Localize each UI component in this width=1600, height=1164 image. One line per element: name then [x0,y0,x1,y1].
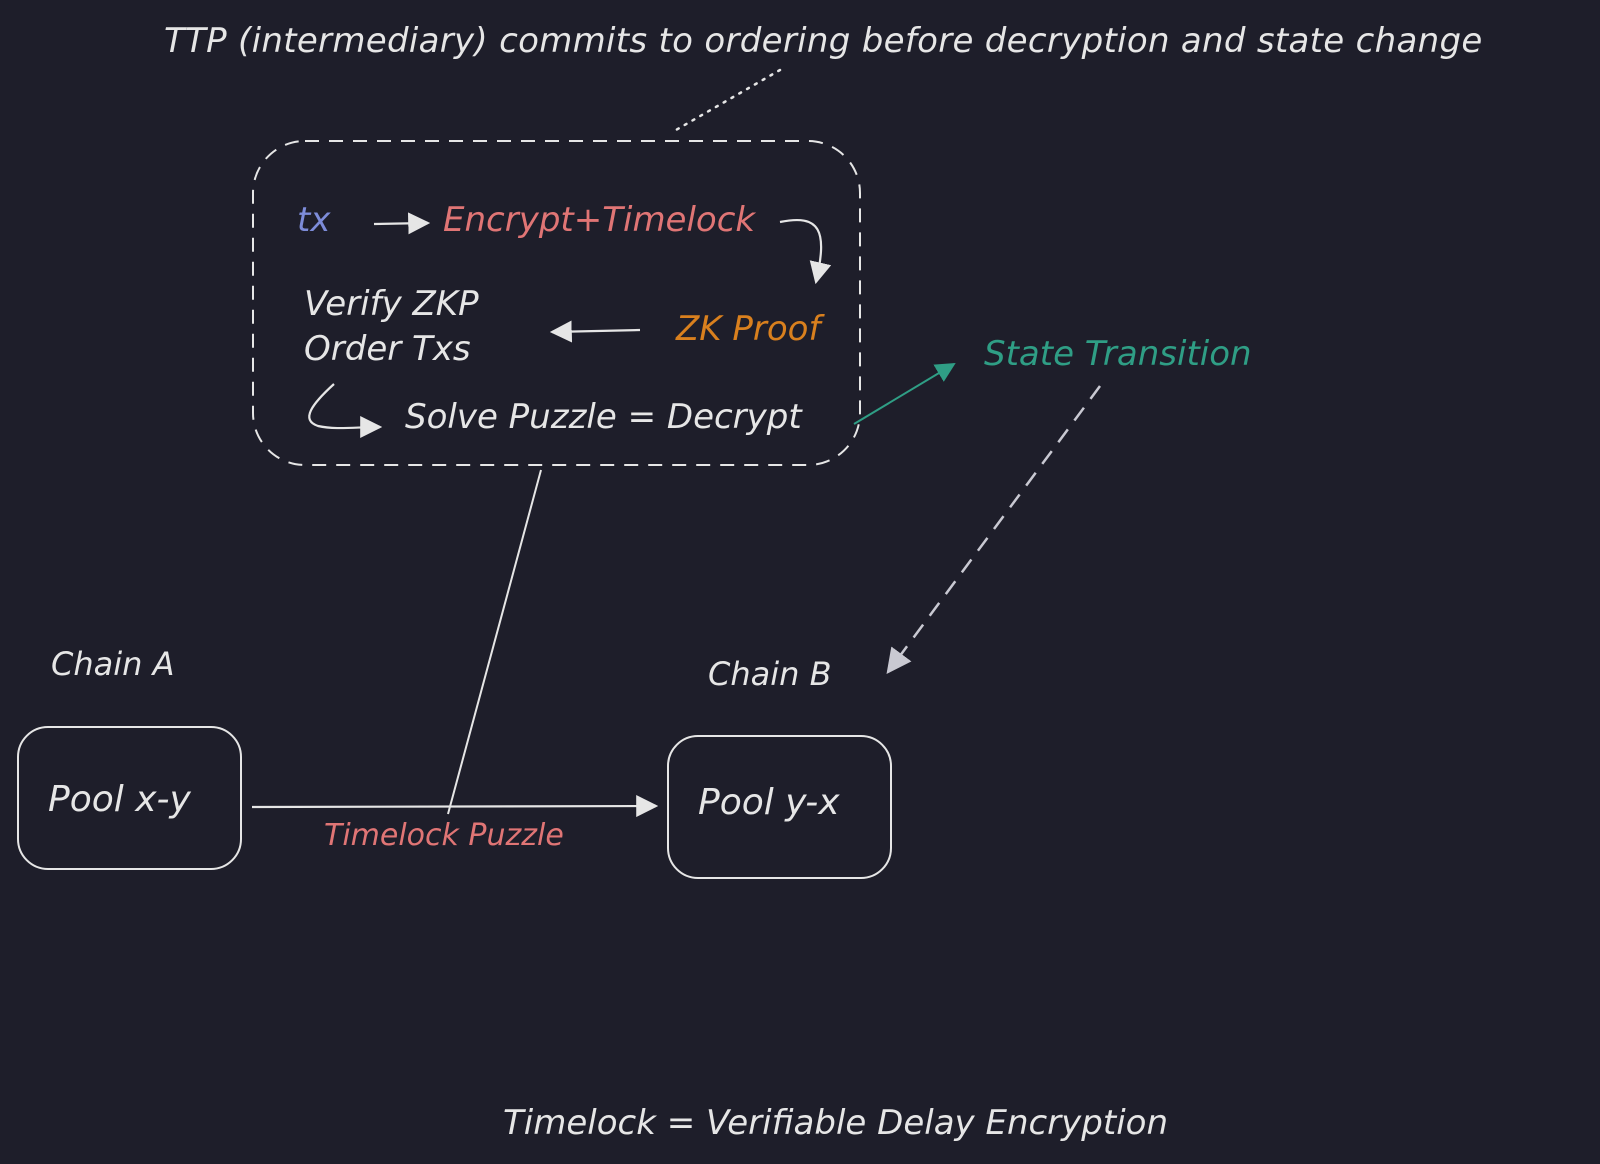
footer-note: Timelock = Verifiable Delay Encryption [503,1103,1168,1143]
pool-yx-box [667,735,892,879]
decrypt-to-state-arrow [853,362,956,425]
state-transition-label: State Transition [984,334,1252,374]
pool-xy-box [17,726,242,870]
chain-b-label: Chain B [708,655,832,693]
zk-proof-label: ZK Proof [676,309,821,349]
encrypt-to-zkproof-arrow [779,218,832,285]
tx-to-encrypt-arrow [373,212,431,235]
tx-label: tx [297,200,331,240]
ttp-to-timelock-line [447,469,542,815]
annotation-leader-line [674,68,782,132]
verify-zkp-label: Verify ZKP [304,284,479,324]
pool-yx-label: Pool y-x [698,782,840,823]
order-to-solve-arrow [308,383,383,439]
pool-xy-label: Pool x-y [48,779,191,820]
chain-a-label: Chain A [51,645,175,683]
solve-puzzle-label: Solve Puzzle = Decrypt [405,397,802,437]
timelock-puzzle-label: Timelock Puzzle [324,818,564,853]
encrypt-timelock-label: Encrypt+Timelock [443,200,756,240]
state-to-chainb-arrow [886,385,1102,675]
order-txs-label: Order Txs [304,329,471,369]
pool-to-pool-arrow [251,795,659,818]
ttp-box [252,140,861,466]
annotation-text: TTP (intermediary) commits to ordering b… [164,21,1483,61]
zkproof-to-verify-arrow [549,320,641,343]
